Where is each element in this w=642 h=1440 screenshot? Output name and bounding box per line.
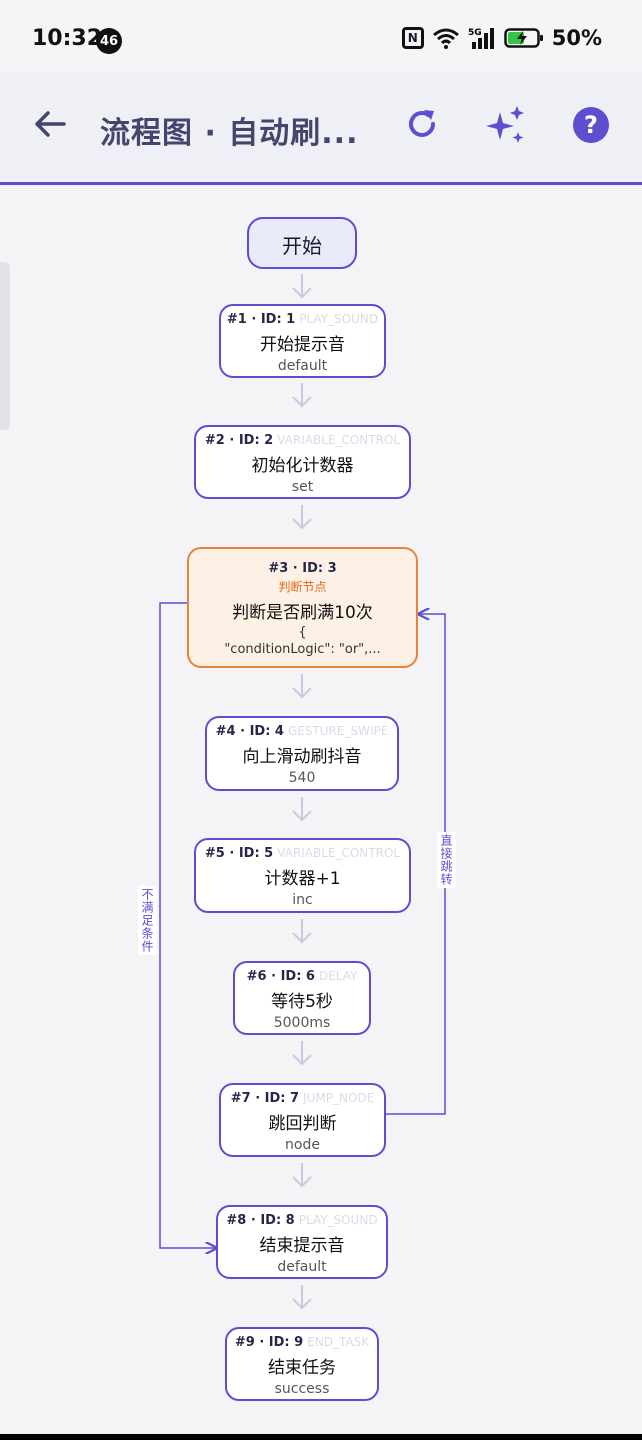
node-param: inc [292,892,313,908]
node-param: success [274,1381,330,1397]
bottom-nav-bar [0,1434,642,1440]
status-time: 10:32 [32,26,103,51]
down-arrow-icon [292,505,312,530]
node-header: #5 · ID: 5 [204,846,274,861]
node-type: GESTURE_SWIPE [287,724,389,738]
node-header: #6 · ID: 6 [246,969,315,984]
node-header: #4 · ID: 4 [215,724,284,739]
fail-edge-label: 不满足条件 [138,886,157,955]
battery-percent: 50% [551,26,602,50]
signal-icon: 5G [468,28,494,49]
node-label: 计数器+1 [264,869,341,889]
node-param-line1: { [298,625,307,640]
down-arrow-icon [292,797,312,822]
node-param-line2: "conditionLogic": "or",... [224,642,381,657]
node-label: 判断是否刷满10次 [232,603,373,623]
node-type: DELAY [318,969,358,983]
node-type: VARIABLE_CONTROL [277,433,401,447]
down-arrow-icon [292,674,312,699]
start-node-label: 开始 [282,234,322,258]
node-label: 结束提示音 [259,1236,345,1256]
node-param: default [277,1259,327,1275]
wifi-icon [432,28,459,49]
ai-sparkle-icon[interactable] [484,104,528,146]
status-icons: N 5G 50% [401,26,602,50]
down-arrow-icon [292,1163,312,1188]
node-type: JUMP_NODE [303,1091,375,1105]
down-arrow-icon [292,919,312,944]
node-type: VARIABLE_CONTROL [277,846,401,860]
flow-node-3-condition[interactable]: #3 · ID: 3 判断节点 判断是否刷满10次 { "conditionLo… [187,547,418,668]
side-drawer-handle[interactable] [0,262,10,430]
node-type: PLAY_SOUND [298,1213,378,1227]
battery-icon [503,28,543,48]
node-label: 等待5秒 [271,992,333,1012]
refresh-icon[interactable] [404,106,440,142]
down-arrow-icon [292,274,312,299]
down-arrow-icon [292,383,312,408]
page-title: 流程图 · 自动刷... [100,116,359,151]
node-header: #2 · ID: 2 [204,433,274,448]
node-label: 向上滑动刷抖音 [242,747,362,767]
node-label: 初始化计数器 [251,456,354,476]
node-type: END_TASK [307,1335,370,1349]
node-param: 540 [288,770,316,786]
nfc-icon: N [401,27,424,49]
start-node[interactable]: 开始 [247,217,357,269]
status-bar: 10:32 46 N 5G 50% [0,0,642,72]
node-header: #7 · ID: 7 [230,1091,300,1106]
notification-badge: 46 [96,28,122,54]
node-header: #1 · ID: 1 [226,312,296,327]
node-label: 开始提示音 [260,335,345,355]
node-kind: 判断节点 [278,580,327,594]
help-icon[interactable]: ? [572,106,610,144]
node-label: 跳回判断 [268,1114,337,1134]
down-arrow-icon [292,1041,312,1066]
node-header: #3 · ID: 3 [268,561,337,576]
node-param: set [291,479,314,495]
node-header: #8 · ID: 8 [226,1213,295,1228]
svg-text:5G: 5G [468,28,482,38]
jump-edge-label: 直接跳转 [437,832,456,888]
svg-text:?: ? [584,111,598,139]
app-bar: 流程图 · 自动刷... ? [0,72,642,185]
node-param: 5000ms [273,1015,331,1031]
down-arrow-icon [292,1285,312,1310]
node-type: PLAY_SOUND [299,312,379,326]
node-header: #9 · ID: 9 [234,1335,304,1350]
node-param: node [285,1137,320,1153]
node-param: default [277,358,328,374]
back-arrow-icon[interactable] [32,106,68,142]
node-label: 结束任务 [268,1358,336,1378]
